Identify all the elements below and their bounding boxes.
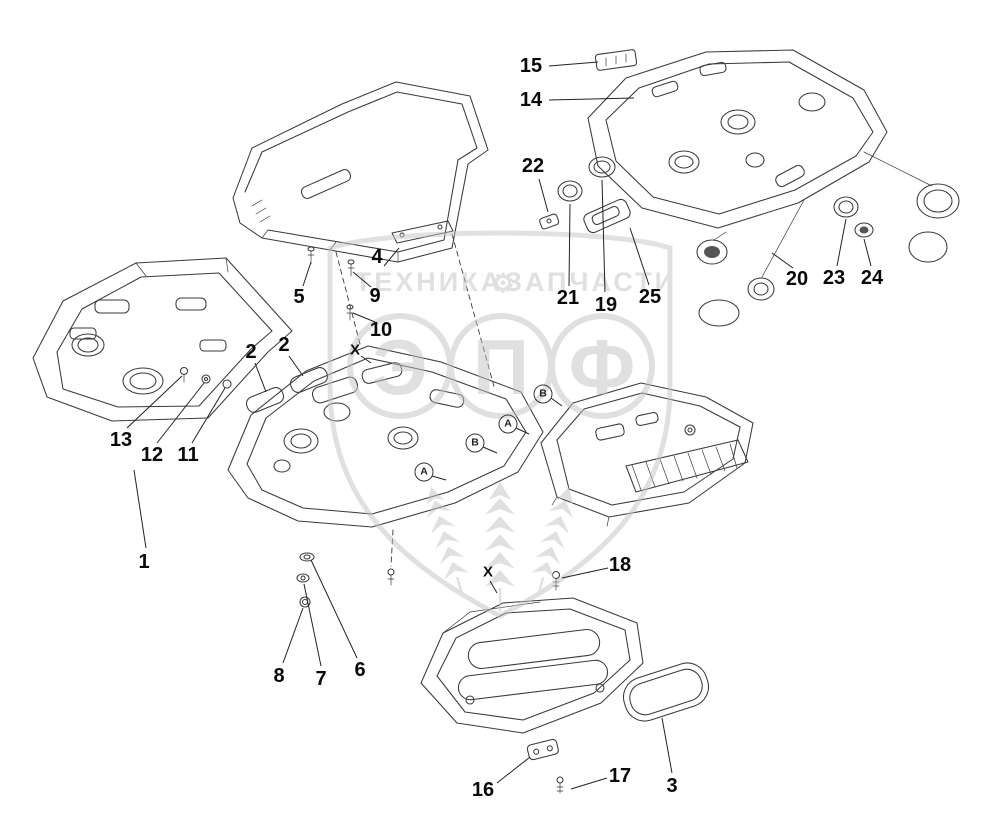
bottom-panel-sketch xyxy=(420,597,644,734)
watermark-text-right: ЗАПЧАСТИ xyxy=(505,267,677,297)
watermark-letter-3: Ф xyxy=(569,323,636,411)
right-mid-panel-sketch xyxy=(540,382,754,591)
watermark: Э П Ф ТЕХНИКА ⚙ ЗАПЧАСТИ xyxy=(327,230,677,619)
gasket-sketch xyxy=(622,662,710,722)
small-fasteners-sketch xyxy=(179,220,564,794)
top-right-panel-sketch xyxy=(587,49,933,278)
left-floor-panel-sketch xyxy=(32,257,293,422)
cab-roof-panel-sketch xyxy=(232,81,496,391)
grommet-parts-sketch xyxy=(539,156,960,327)
center-floor-panel-sketch xyxy=(227,345,544,586)
leader-lines xyxy=(126,61,872,790)
wheat-ears xyxy=(426,482,574,612)
watermark-letter-1: Э xyxy=(372,323,428,411)
watermark-letter-2: П xyxy=(473,323,529,411)
gear-icon: ⚙ xyxy=(491,268,514,298)
watermark-shield xyxy=(327,230,673,619)
watermark-text-left: ТЕХНИКА xyxy=(355,267,503,297)
